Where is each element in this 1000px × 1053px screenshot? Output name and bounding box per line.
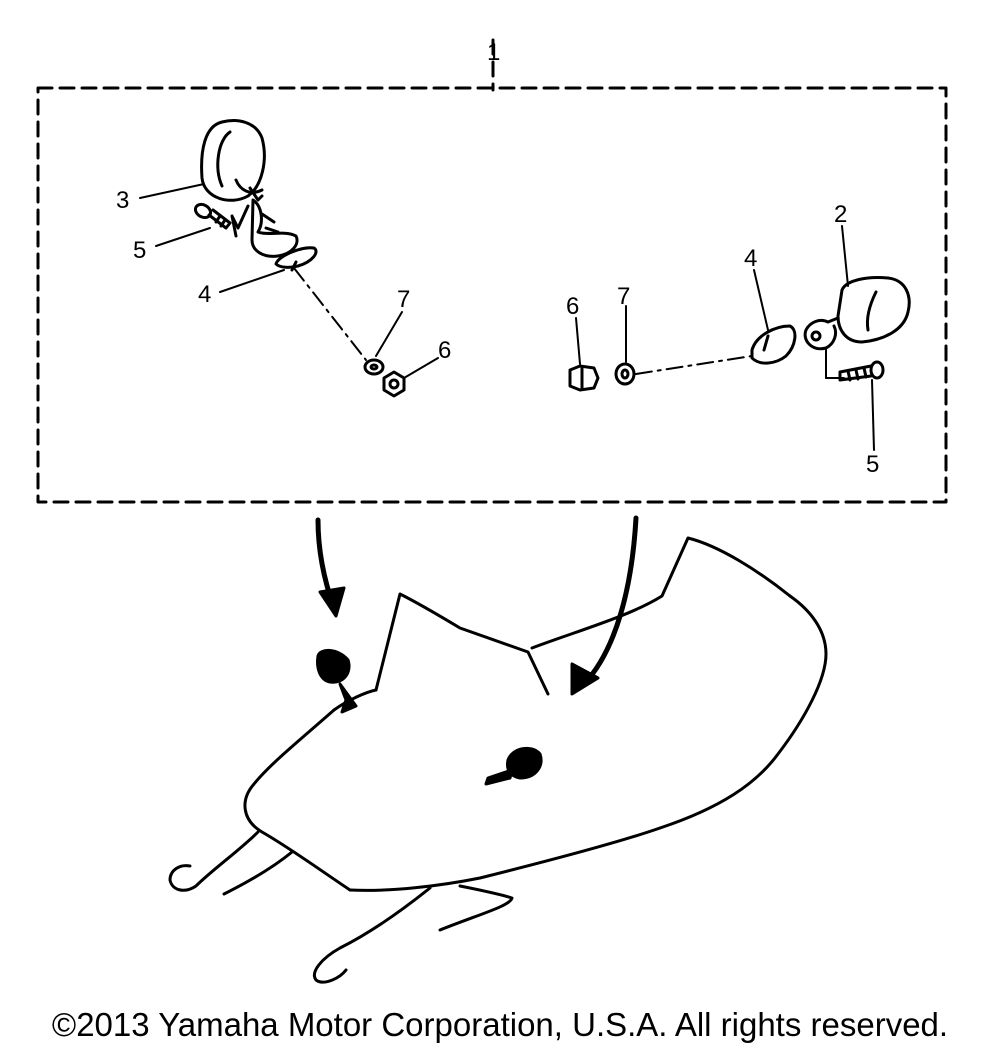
snowmobile (168, 536, 828, 984)
left-bracket (274, 246, 318, 272)
leader-2 (841, 225, 849, 287)
left-bolt (193, 202, 232, 230)
right-center-line (635, 355, 753, 375)
right-nut (568, 364, 600, 392)
callout-3: 3 (116, 187, 129, 214)
leader-4-left (219, 269, 285, 293)
callout-4-right: 4 (744, 245, 757, 272)
callout-5-right: 5 (866, 451, 879, 478)
left-washer (363, 358, 385, 376)
callout-6-right: 6 (566, 293, 579, 320)
copyright-notice: ©2013 Yamaha Motor Corporation, U.S.A. A… (51, 1006, 949, 1043)
right-washer (614, 362, 636, 386)
callout-7-right: 7 (617, 283, 630, 310)
left-center-line (293, 267, 367, 361)
arrow-left (315, 517, 346, 618)
leader-4-right (753, 269, 769, 331)
callout-7-left: 7 (397, 286, 410, 313)
callout-1: 1 (487, 39, 500, 66)
leader-5-right (871, 379, 875, 451)
leader-3 (139, 183, 205, 199)
right-bracket (750, 324, 797, 365)
right-bolt (838, 360, 885, 382)
leader-5-left (155, 227, 211, 247)
left-mirror (200, 119, 299, 258)
leader-6-right (575, 317, 581, 365)
mirror-right-on-sled (484, 746, 543, 786)
left-nut (382, 370, 406, 398)
callout-2: 2 (834, 201, 847, 228)
right-mirror (803, 276, 911, 351)
leader-6-left (403, 357, 439, 379)
group-box (36, 38, 948, 504)
mirror-left-on-sled (316, 649, 358, 714)
callout-6-left: 6 (438, 337, 451, 364)
callout-5-left: 5 (133, 237, 146, 264)
leader-7-left (375, 311, 403, 357)
callout-4-left: 4 (198, 281, 211, 308)
arrow-right (570, 515, 639, 696)
